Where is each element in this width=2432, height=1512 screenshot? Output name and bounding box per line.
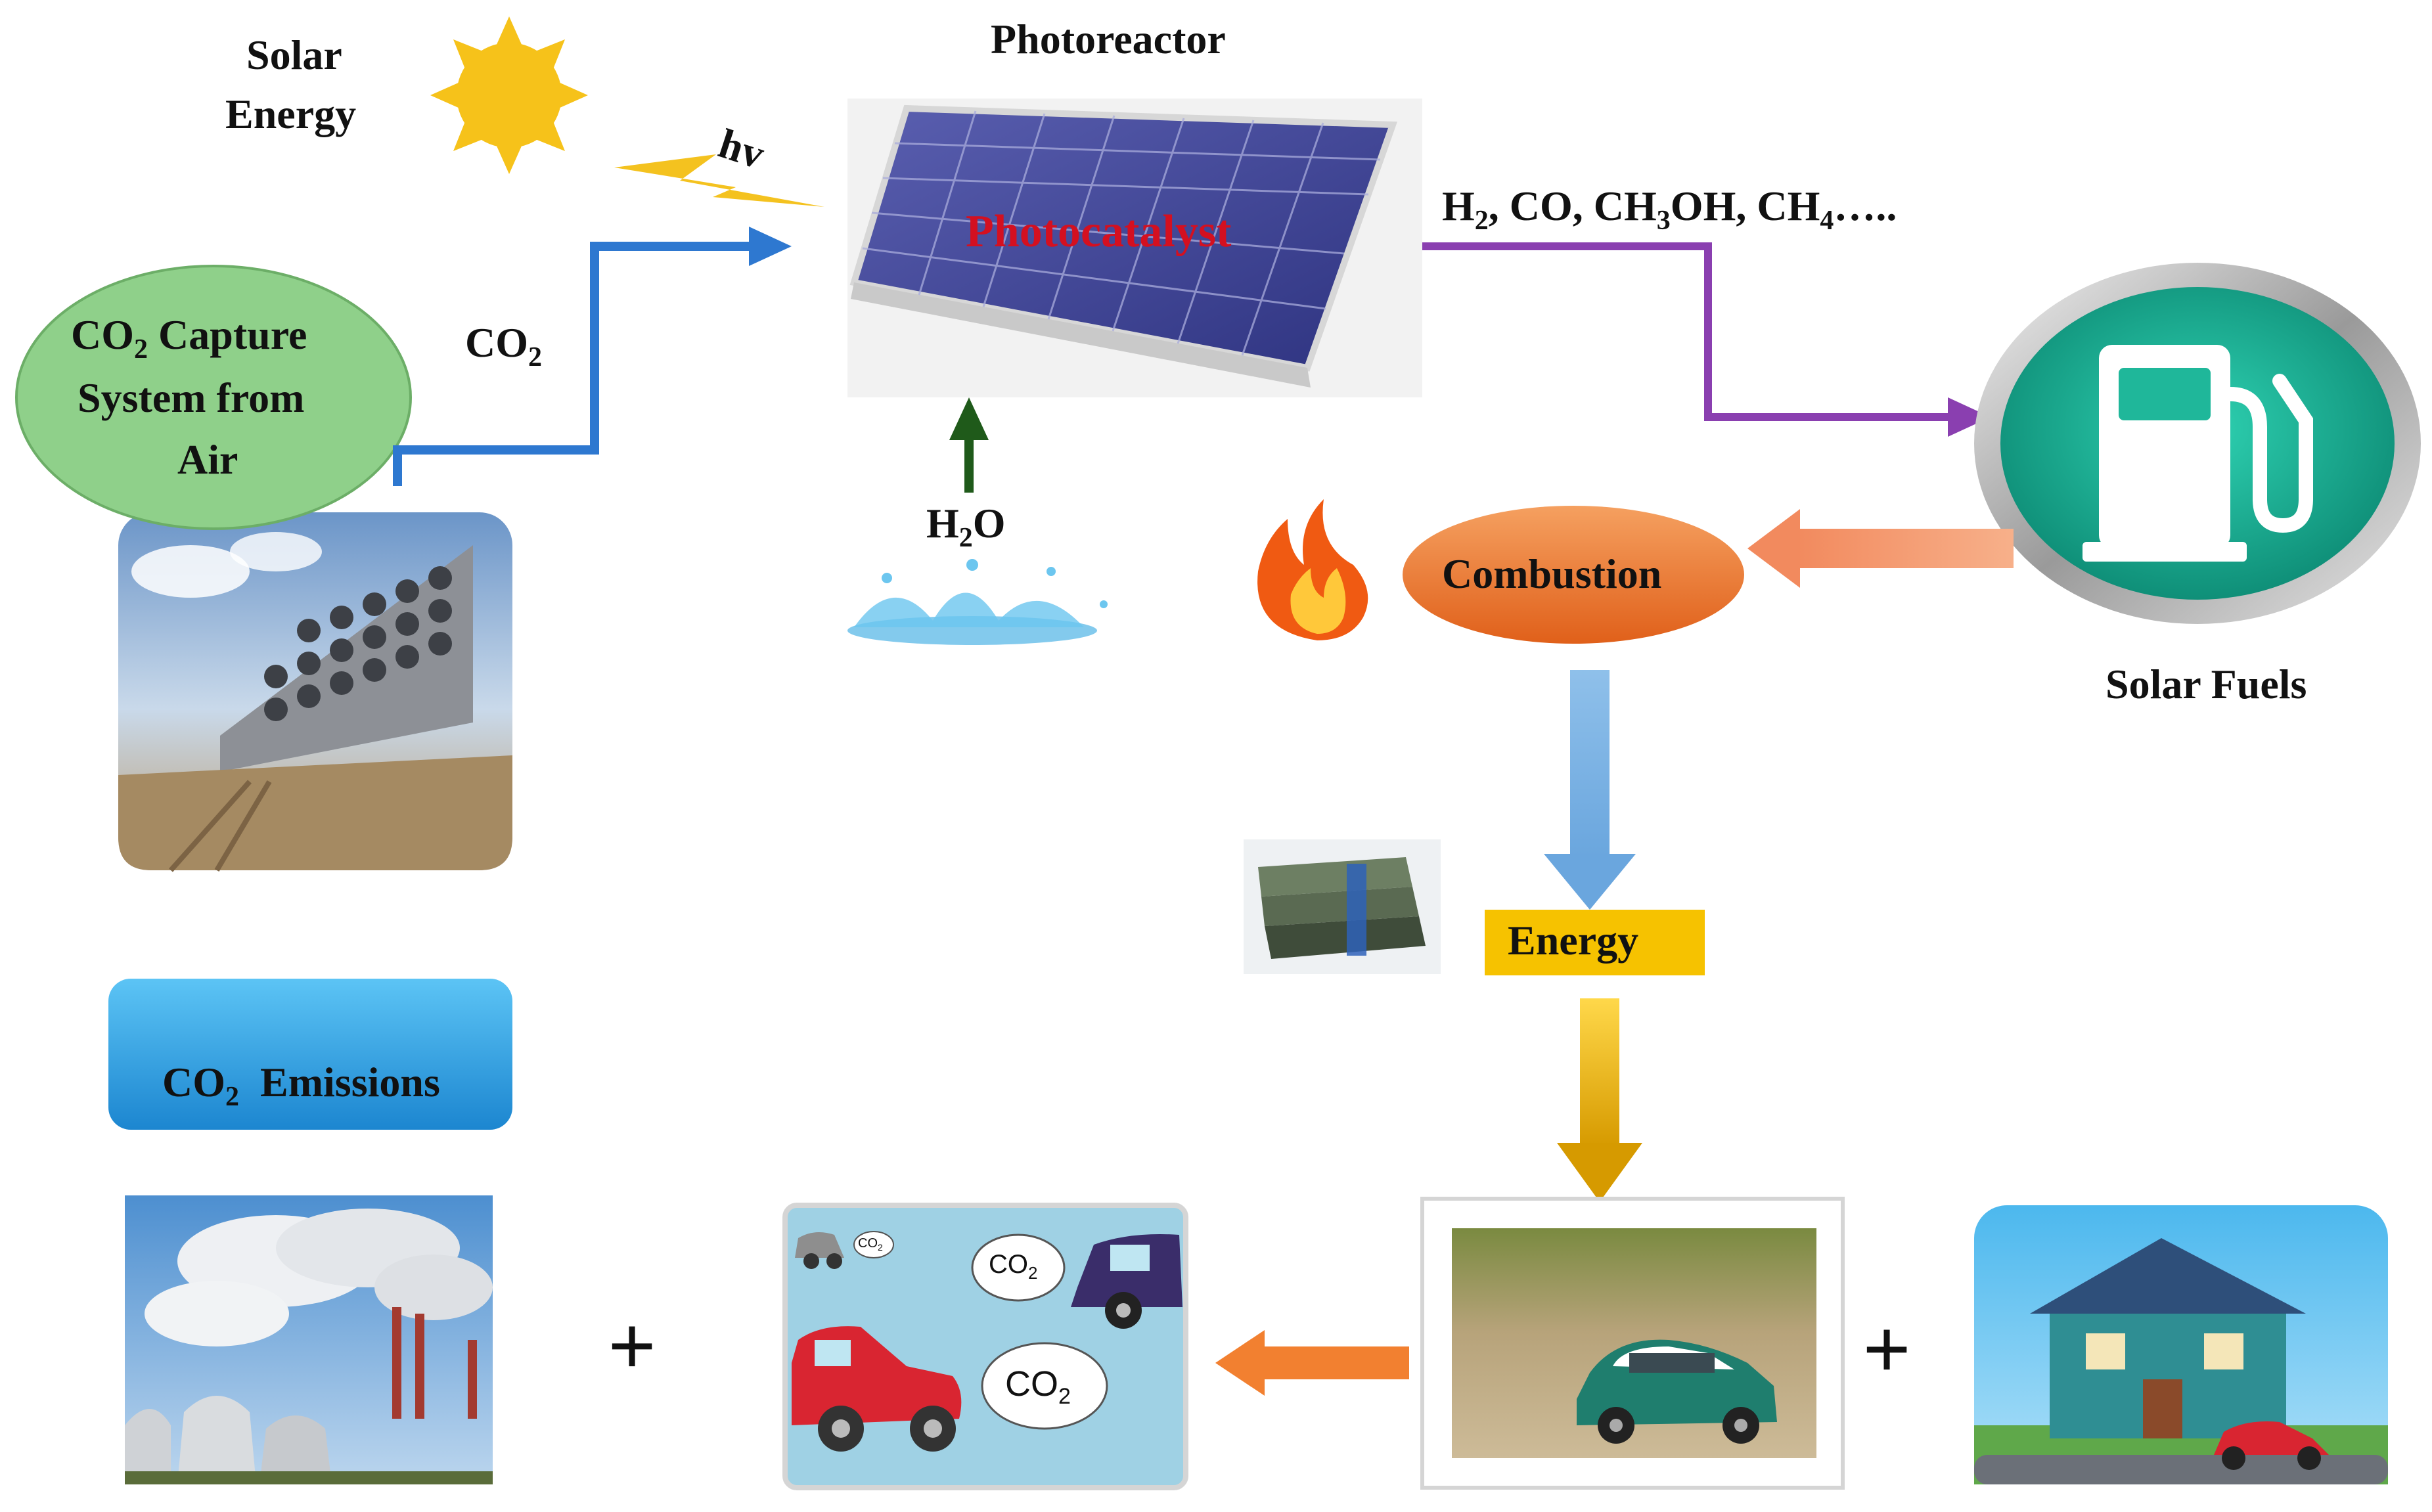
energy-label: Energy [1508,917,1639,964]
co2-emissions-node [108,979,512,1130]
fuel-pump-icon [1974,263,2421,624]
solar-fuels-label: Solar Fuels [2105,661,2307,707]
co2-capture-label-line2: System from [78,374,305,421]
money-icon [1244,839,1441,974]
lightning-icon [614,154,824,207]
solar-energy-label-line1: Solar [246,32,342,78]
co2-capture-system-node [15,265,412,530]
plus-sign-left: + [608,1299,657,1394]
car-to-emissions-arrow [1215,1330,1409,1396]
sun-icon [430,16,588,174]
solar-panel-image [847,99,1422,397]
photocatalyst-label: Photocatalyst [966,206,1232,257]
products-label: H2, CO, CH3OH, CH4….. [1442,183,1897,236]
combustion-to-energy-arrow [1544,670,1636,910]
co2-emissions-label: CO2 Emissions [162,1059,440,1112]
combustion-node [1403,506,1744,644]
cloud-co2-label-large: CO2 [1005,1364,1071,1409]
car-emissions-image [782,1203,1188,1490]
car-photo [1420,1197,1845,1490]
car-icon [1577,1339,1777,1444]
co2-flow-arrow [393,227,792,486]
fuel-to-combustion-arrow [1747,509,2014,588]
h2o-label: H2O [926,500,1006,553]
cloud-co2-label-small: CO2 [858,1236,883,1253]
house-icon [1974,1205,2388,1484]
products-flow-arrow [1422,242,1991,437]
plus-sign-right: + [1862,1302,1912,1397]
cloud-co2-label-mid: CO2 [989,1250,1038,1283]
co2-capture-plant-image [118,512,512,872]
co2-flow-label: CO2 [465,319,542,372]
factory-icon [125,1195,493,1484]
co2-capture-label-line3: Air [177,436,238,483]
car-icon [1071,1234,1182,1329]
combustion-label: Combustion [1442,550,1662,597]
energy-to-car-arrow [1557,998,1642,1202]
car-icon [792,1326,962,1452]
co2-capture-label-line1: CO2 Capture [71,311,307,365]
water-splash-icon [847,559,1108,645]
h2o-flow-arrow [949,397,989,493]
car-icon [795,1232,844,1269]
photoreactor-label: Photoreactor [991,16,1226,62]
flame-icon [1257,499,1368,640]
solar-energy-label-line2: Energy [225,91,357,137]
energy-node [1485,910,1705,975]
